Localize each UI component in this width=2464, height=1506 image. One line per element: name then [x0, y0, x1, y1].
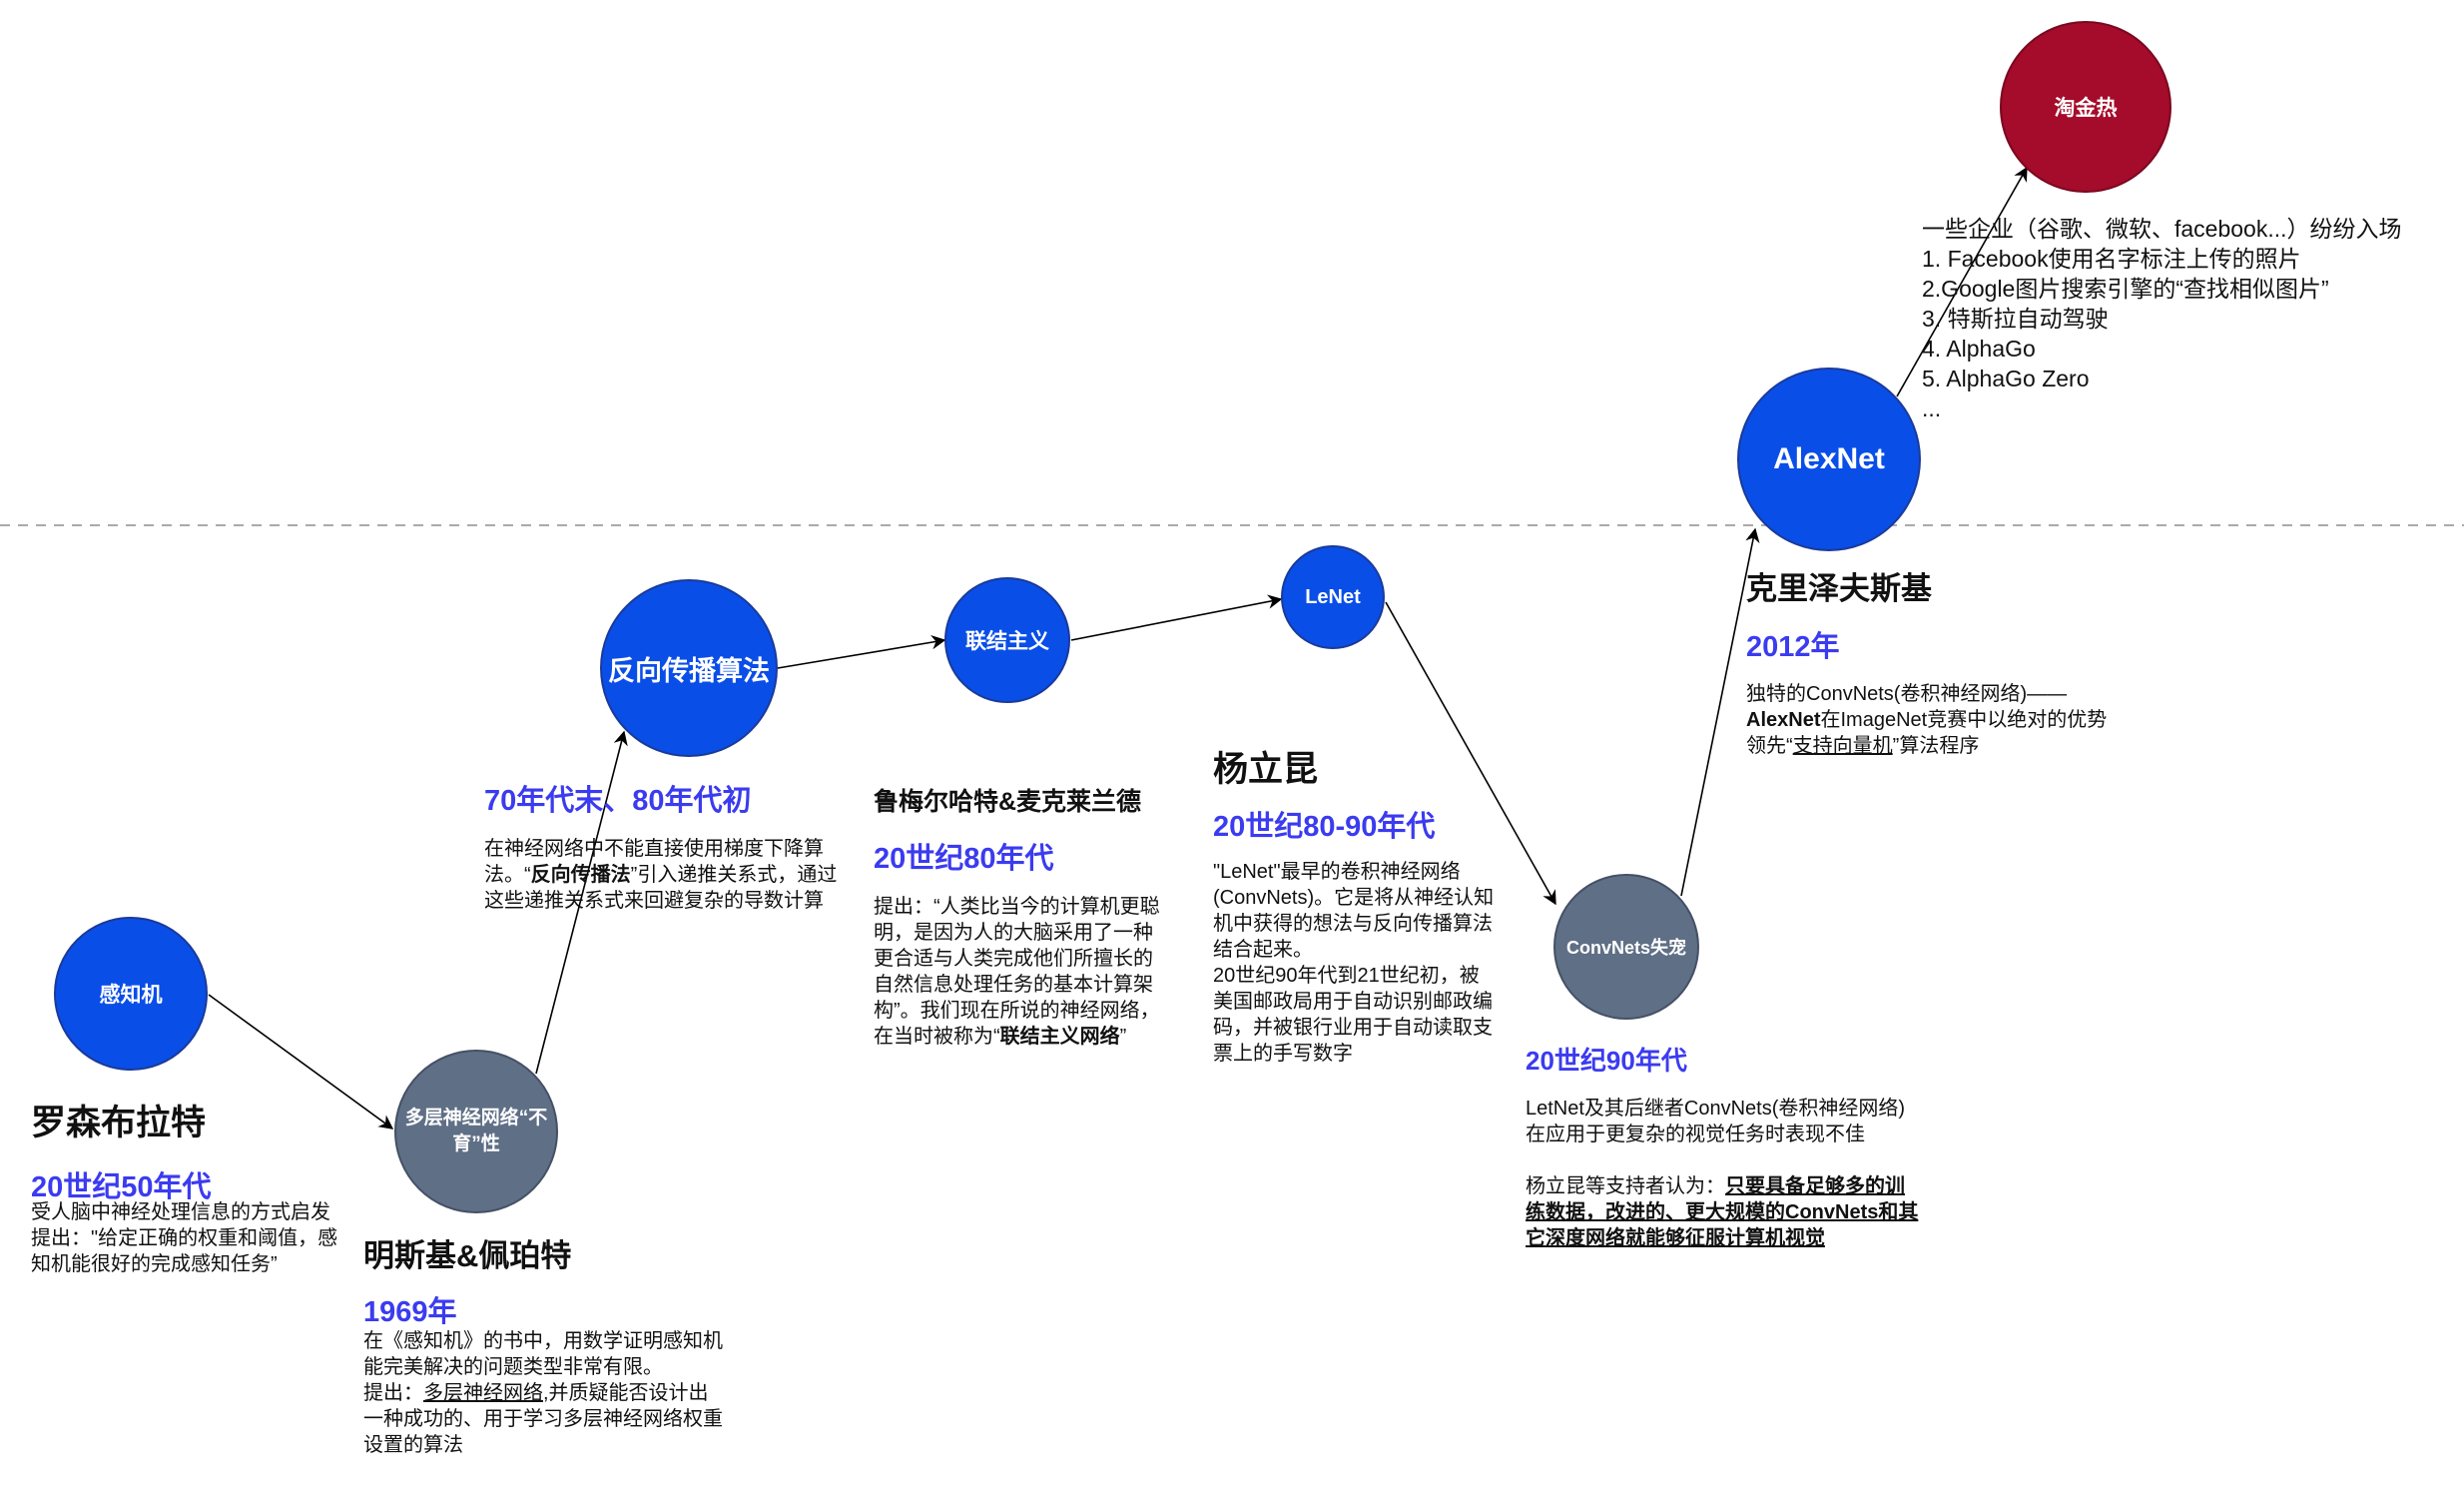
- backprop-t1: 在神经网络中不能直接使用梯度下降算法。“: [484, 838, 824, 886]
- krizhevsky-t3: ”算法程序: [1892, 735, 1980, 757]
- minsky-prefix: 提出：: [363, 1382, 423, 1404]
- backprop-era: 70年代末、80年代初: [484, 785, 752, 817]
- minsky-text2: 提出：多层神经网络,并质疑能否设计出一种成功的、用于学习多层神经网络权重设置的算…: [363, 1380, 725, 1458]
- rosenblatt-name: 罗森布拉特: [31, 1104, 207, 1142]
- arrow-alexnet-goldrush: [1896, 166, 2028, 397]
- rosenblatt-era: 20世纪50年代: [31, 1171, 212, 1203]
- minsky-name: 明斯基&佩珀特: [363, 1238, 572, 1273]
- minsky-desc: 在《感知机》的书中，用数学证明感知机能完美解决的问题类型非常有限。 提出：多层神…: [363, 1328, 725, 1458]
- rosenblatt-desc: 受人脑中神经处理信息的方式启发 提出："给定正确的权重和阈值，感 知机能很好的完…: [31, 1199, 337, 1277]
- node-backprop[interactable]: 反向传播算法: [600, 579, 778, 757]
- convnets-t2-prefix: 杨立昆等支持者认为：: [1526, 1175, 1725, 1197]
- minsky-era: 1969年: [363, 1296, 457, 1328]
- rumelhart-name: 鲁梅尔哈特&麦克莱兰德: [874, 788, 1142, 816]
- list-item: 2.Google图片搜索引擎的“查找相似图片”: [1922, 276, 2329, 302]
- node-gold-rush[interactable]: 淘金热: [2000, 21, 2171, 193]
- lecun-t1: "LeNet"最早的卷积神经网络(ConvNets)。它是将从神经认知机中获得的…: [1213, 861, 1495, 961]
- lecun-name: 杨立昆: [1213, 750, 1319, 789]
- convnets-t2: 杨立昆等支持者认为：只要具备足够多的训练数据，改进的、更大规模的ConvNets…: [1526, 1173, 1923, 1251]
- arrow-connectionism-lenet: [1070, 594, 1283, 641]
- list-item: 3. 特斯拉自动驾驶: [1922, 306, 2109, 332]
- node-connectionism[interactable]: 联结主义: [944, 577, 1070, 703]
- arrow-convnets-alexnet: [1680, 527, 1760, 897]
- rumelhart-t2: ”: [1119, 1026, 1127, 1048]
- list-item: 4. AlphaGo: [1922, 336, 2036, 362]
- backprop-t2: ”引入递推关系式，通过这些递推关系式来回避复杂的导数计算: [484, 864, 838, 912]
- rosenblatt-line: 受人脑中神经处理信息的方式启发: [31, 1201, 330, 1223]
- rumelhart-bold: 联结主义网络: [999, 1026, 1120, 1048]
- list-item: ...: [1922, 395, 1942, 421]
- backprop-desc: 在神经网络中不能直接使用梯度下降算法。“反向传播法”引入递推关系式，通过这些递推…: [484, 836, 839, 914]
- minsky-link: 多层神经网络: [423, 1382, 543, 1404]
- krizhevsky-era: 2012年: [1746, 631, 1840, 663]
- krizhevsky-t1: 独特的ConvNets(卷积神经网络)——: [1746, 683, 2068, 705]
- rosenblatt-line: 提出："给定正确的权重和阈值，感: [31, 1227, 338, 1249]
- convnets-t2-bold: 只要具备足够多的训练数据，改进的、更大规模的ConvNets和其它深度网络就能够…: [1526, 1175, 1919, 1249]
- node-multilayer[interactable]: 多层神经网络“不育”性: [394, 1050, 558, 1213]
- node-lenet[interactable]: LeNet: [1281, 545, 1385, 649]
- arrow-perceptron-multilayer: [208, 994, 394, 1130]
- lecun-era: 20世纪80-90年代: [1213, 811, 1436, 843]
- rumelhart-era: 20世纪80年代: [874, 843, 1054, 875]
- krizhevsky-bold: AlexNet: [1746, 709, 1821, 731]
- gold-rush-list: 一些企业（谷歌、微软、facebook...）纷纷入场 1. Facebook使…: [1922, 214, 2402, 423]
- krizhevsky-desc: 独特的ConvNets(卷积神经网络)—— AlexNet在ImageNet竞赛中…: [1746, 681, 2121, 759]
- minsky-text1: 在《感知机》的书中，用数学证明感知机能完美解决的问题类型非常有限。: [363, 1330, 723, 1378]
- convnets-era: 20世纪90年代: [1526, 1046, 1687, 1076]
- arrow-multilayer-backprop: [535, 730, 628, 1075]
- arrow-backprop-connectionism: [777, 635, 946, 669]
- minsky-suffix: ,并质疑能否设计出一种成功的、用于学习多层神经网络权重设置的算法: [363, 1382, 723, 1456]
- lecun-desc: "LeNet"最早的卷积神经网络(ConvNets)。它是将从神经认知机中获得的…: [1213, 859, 1495, 1067]
- rumelhart-t1: 提出：“人类比当今的计算机更聪明，是因为人的大脑采用了一种更合适与人类完成他们所…: [874, 896, 1160, 1048]
- list-item: 一些企业（谷歌、微软、facebook...）纷纷入场: [1922, 216, 2402, 242]
- node-alexnet[interactable]: AlexNet: [1737, 368, 1921, 551]
- krizhevsky-t2: 在ImageNet竞赛中以绝对的优势领先“: [1746, 709, 2108, 757]
- krizhevsky-name: 克里泽夫斯基: [1746, 571, 1932, 606]
- backprop-bold: 反向传播法: [530, 864, 631, 886]
- convnets-t1: LetNet及其后继者ConvNets(卷积神经网络)在应用于更复杂的视觉任务时…: [1526, 1098, 1906, 1145]
- convnets-desc: LetNet及其后继者ConvNets(卷积神经网络)在应用于更复杂的视觉任务时…: [1526, 1096, 1923, 1251]
- rumelhart-desc: 提出：“人类比当今的计算机更聪明，是因为人的大脑采用了一种更合适与人类完成他们所…: [874, 894, 1165, 1050]
- krizhevsky-link: 支持向量机: [1792, 735, 1893, 757]
- node-convnets-decline[interactable]: ConvNets失宠: [1553, 874, 1699, 1020]
- list-item: 1. Facebook使用名字标注上传的照片: [1922, 246, 2301, 272]
- lecun-t2: 20世纪90年代到21世纪初，被美国邮政局用于自动识别邮政编码，并被银行业用于自…: [1213, 965, 1493, 1065]
- rosenblatt-line: 知机能很好的完成感知任务”: [31, 1253, 278, 1275]
- list-item: 5. AlphaGo Zero: [1922, 366, 2090, 391]
- arrow-lenet-convnets: [1385, 601, 1556, 906]
- node-perceptron[interactable]: 感知机: [54, 917, 208, 1071]
